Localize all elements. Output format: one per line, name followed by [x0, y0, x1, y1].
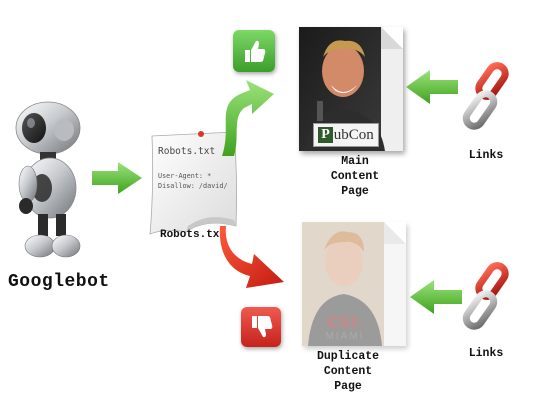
robots-file-line-disallow: Disallow: /david/: [158, 182, 228, 190]
main-content-page-card: P ubCon: [299, 27, 403, 151]
arrow-links-to-main-page: [406, 70, 458, 104]
arrow-robot-to-robots: [92, 162, 142, 194]
pubcon-badge-letter: P: [318, 127, 333, 143]
csi-badge-title: CSI:: [327, 314, 363, 331]
thumbs-down-icon: [252, 316, 273, 338]
chain-link-icon: [462, 62, 509, 130]
robots-paper-sheet: [149, 131, 238, 235]
duplicate-content-photo: [302, 222, 406, 346]
pubcon-badge-text: ubCon: [333, 126, 374, 143]
duplicate-content-page-label: Duplicate Content Page: [300, 349, 396, 394]
googlebot-label: Googlebot: [8, 272, 110, 292]
duplicate-label-line-2: Content: [323, 365, 373, 378]
main-label-line-3: Page: [341, 185, 369, 198]
duplicate-label-line-3: Page: [334, 380, 362, 393]
arrow-robots-to-main-page: [222, 80, 274, 156]
arrow-links-to-duplicate-page: [410, 280, 462, 314]
duplicate-content-page-card: CSI: MIAMI: [302, 222, 406, 346]
thumbs-up-badge: [233, 30, 275, 72]
thumbs-up-icon: [245, 40, 266, 62]
robots-file-line-user-agent: User-Agent: *: [158, 172, 212, 180]
main-label-line-2: Content: [330, 170, 380, 183]
links-label-top: Links: [468, 149, 504, 162]
thumbs-down-badge: [241, 307, 281, 347]
robots-file-title: Robots.txt: [158, 146, 216, 157]
googlebot-robot-illustration: [15, 101, 81, 258]
duplicate-label-line-1: Duplicate: [316, 350, 380, 363]
robots-caption: Robots.txt: [159, 229, 226, 241]
main-content-page-label: Main Content Page: [310, 154, 400, 199]
csi-badge: CSI: MIAMI: [312, 314, 378, 344]
chain-link-icon: [462, 262, 509, 330]
pubcon-badge: P ubCon: [313, 123, 379, 147]
arrow-robots-to-duplicate-page: [219, 226, 284, 288]
links-label-bottom: Links: [468, 347, 504, 360]
csi-badge-sub: MIAMI: [325, 331, 365, 342]
main-label-line-1: Main: [341, 155, 369, 168]
